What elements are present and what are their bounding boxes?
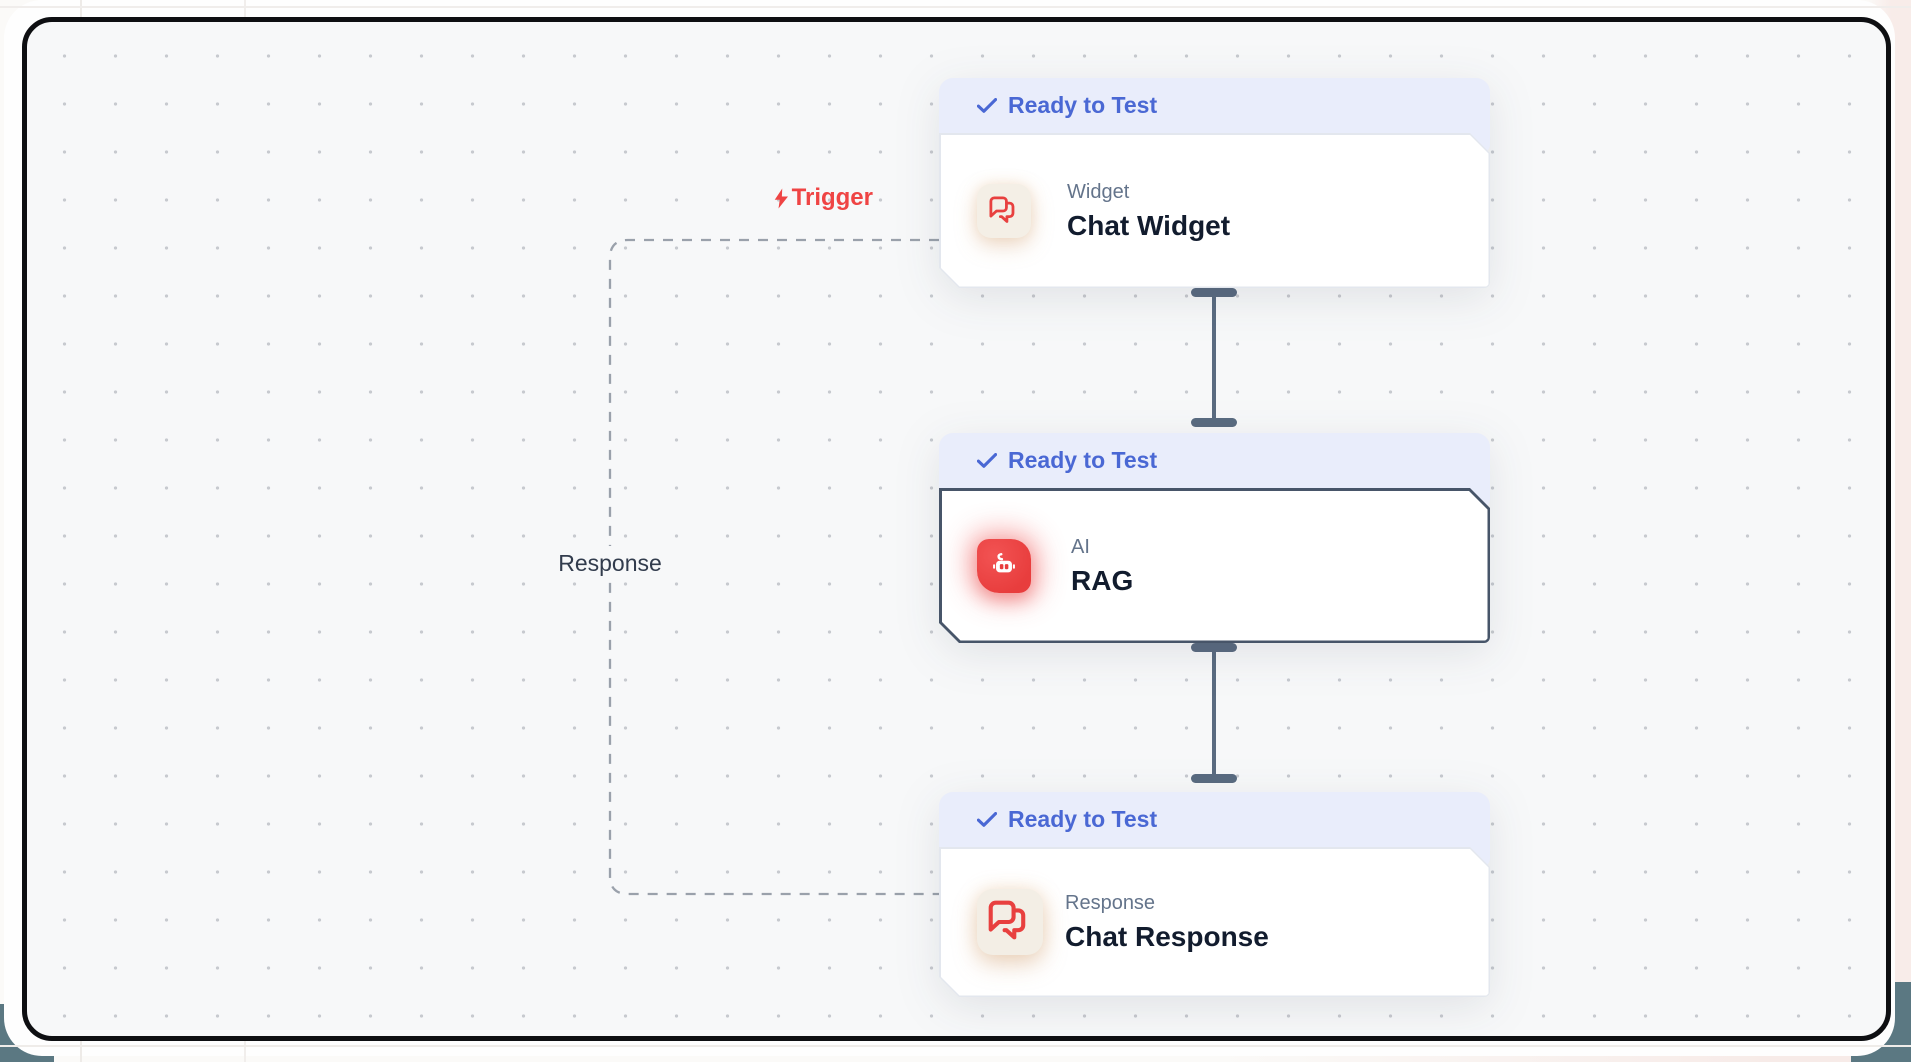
node-icon-tile — [977, 889, 1043, 955]
page-gridline — [0, 1045, 1911, 1047]
handle-source-chat-widget[interactable] — [1191, 288, 1237, 297]
page-gridline — [0, 6, 1911, 8]
robot-icon — [993, 552, 1015, 572]
handle-source-rag[interactable] — [1191, 643, 1237, 652]
check-icon — [977, 97, 997, 113]
check-icon — [977, 452, 997, 468]
status-text: Ready to Test — [1008, 806, 1158, 832]
edge-rag-chat-response[interactable] — [1212, 650, 1216, 776]
node-chat-widget[interactable]: Ready to Test Widget Chat Widget — [939, 78, 1490, 288]
node-icon-tile — [977, 183, 1031, 238]
flow-canvas[interactable]: Response Trigger Ready to Test — [22, 17, 1891, 1041]
handle-target-rag[interactable] — [1191, 418, 1237, 427]
status-text: Ready to Test — [1008, 92, 1158, 118]
chat-bubbles-icon — [989, 195, 1015, 223]
status-text: Ready to Test — [1008, 447, 1158, 473]
node-title: Chat Response — [1065, 921, 1269, 953]
check-icon — [977, 811, 997, 827]
node-title: RAG — [1071, 564, 1134, 596]
response-edge-label: Response — [532, 546, 688, 581]
node-icon-tile — [977, 538, 1031, 593]
node-rag[interactable]: Ready to Test — [939, 433, 1490, 643]
handle-target-chat-response[interactable] — [1191, 774, 1237, 783]
status-badge: Ready to Test — [939, 433, 1490, 488]
node-category: Widget — [1067, 180, 1130, 203]
status-badge: Ready to Test — [939, 792, 1490, 847]
node-title: Chat Widget — [1067, 209, 1231, 241]
node-body: AI RAG — [939, 488, 1490, 643]
node-chat-response[interactable]: Ready to Test Response Chat Response — [939, 792, 1490, 997]
trigger-edge-label: Trigger — [717, 182, 873, 214]
edge-chat-widget-rag[interactable] — [1212, 294, 1216, 422]
trigger-edge-text: Trigger — [791, 184, 873, 211]
node-body: Response Chat Response — [939, 847, 1490, 997]
status-badge: Ready to Test — [939, 78, 1490, 133]
lightning-bolt-icon — [774, 188, 788, 208]
node-body: Widget Chat Widget — [939, 133, 1490, 288]
chat-bubbles-icon — [988, 900, 1026, 940]
node-category: AI — [1071, 535, 1090, 558]
node-category: Response — [1065, 892, 1156, 915]
